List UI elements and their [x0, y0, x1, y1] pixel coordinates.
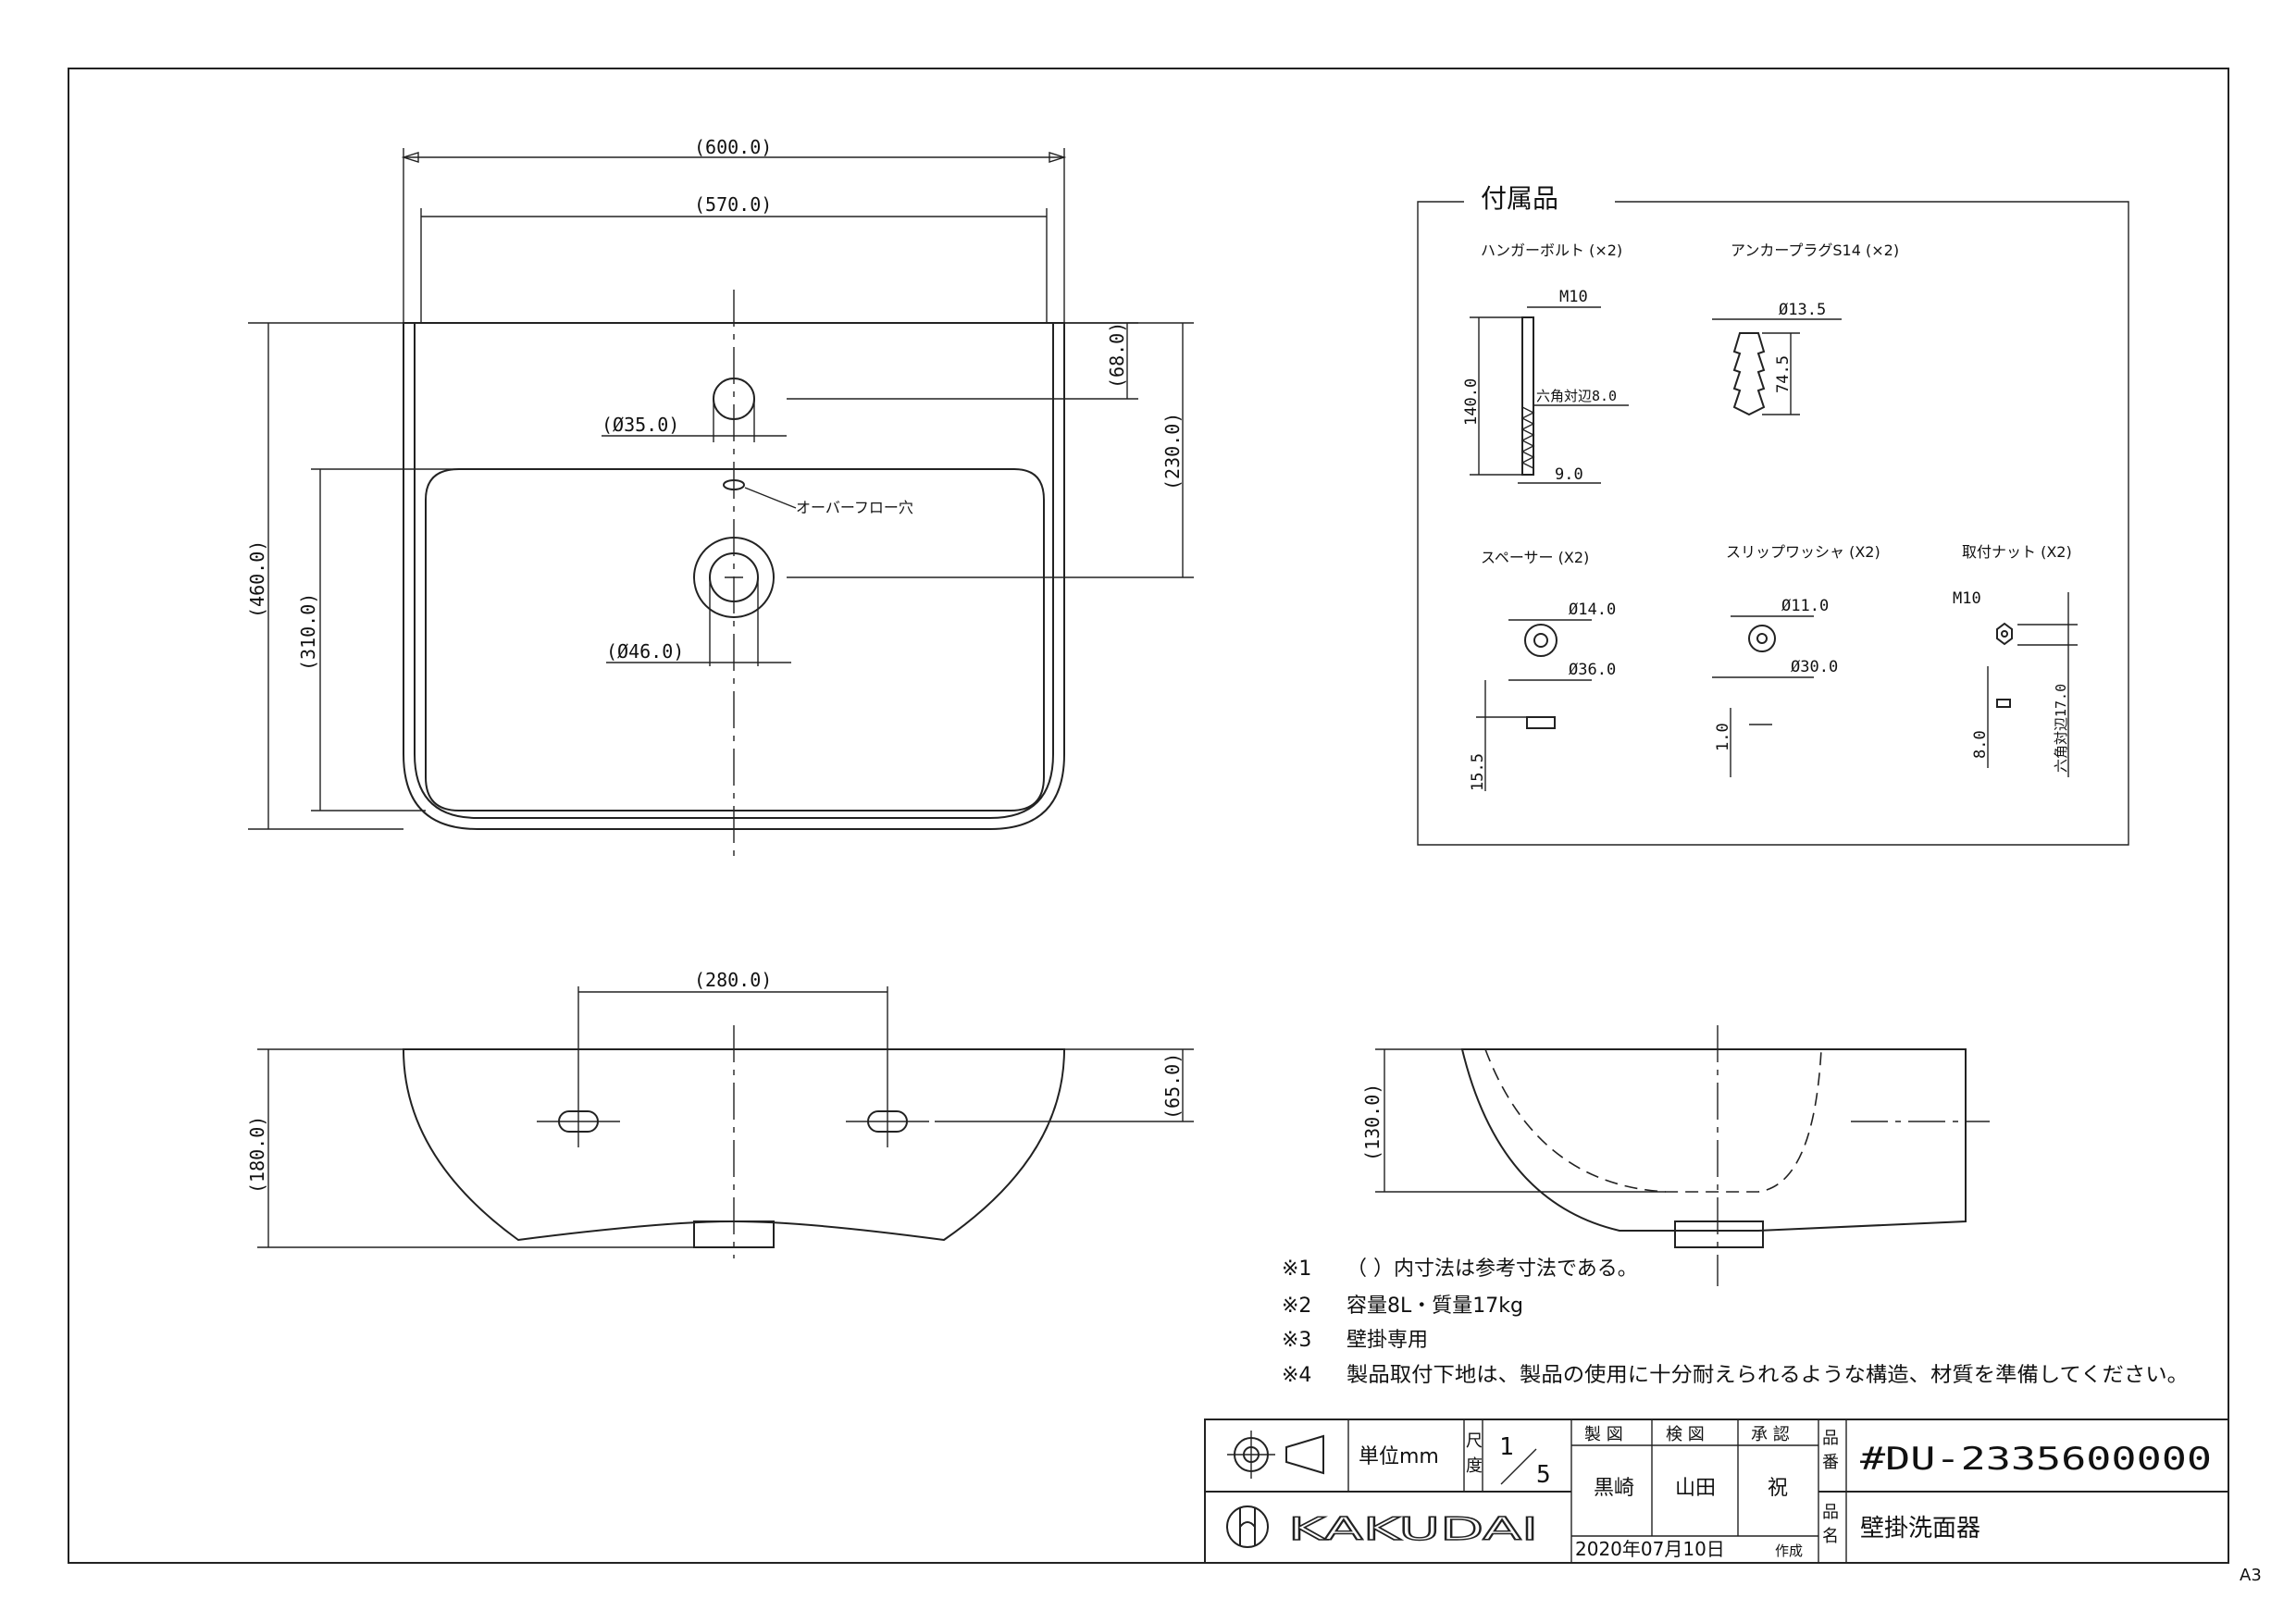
note-1-mark: ※1 — [1282, 1258, 1311, 1281]
hanger-bolt-length: 140.0 — [1462, 378, 1481, 426]
slip-washer-outer: Ø30.0 — [1791, 658, 1838, 676]
accessories-box: 付属品 ハンガーボルト (×2) M10 140.0 六角対辺8.0 9.0 ア… — [1417, 183, 2129, 846]
part-no: #DU-2335600000 — [1860, 1441, 2212, 1478]
spacer-outer: Ø36.0 — [1569, 661, 1616, 679]
spacer-thick: 15.5 — [1469, 753, 1487, 791]
note-1-text: （ ）内寸法は参考寸法である。 — [1347, 1258, 1638, 1281]
top-view: (600.0) (570.0) (460.0) (310.0) (68.0) (… — [246, 136, 1194, 859]
side-drain — [1674, 1220, 1764, 1248]
notes: ※1 （ ）内寸法は参考寸法である。 ※2 容量8L・質量17kg ※3 壁掛専… — [1282, 1258, 2189, 1387]
overflow-label: オーバーフロー穴 — [796, 499, 913, 516]
hanger-bolt-shape — [1521, 316, 1534, 476]
sheet-size-label: A3 — [2240, 1566, 2262, 1585]
slip-washer-thick: 1.0 — [1714, 723, 1732, 751]
dim-hanger-height: (65.0) — [1161, 1053, 1184, 1120]
side-view: (130.0) — [1361, 1025, 1990, 1286]
dim-depth-overall: (460.0) — [246, 540, 268, 618]
dim-hole-offset-small: (68.0) — [1106, 322, 1128, 389]
scale-label-1: 尺 — [1466, 1431, 1483, 1451]
anchor-plug-label: アンカープラグS14 (×2) — [1731, 242, 1899, 259]
basin-rim — [414, 323, 1054, 819]
spacer-inner: Ø14.0 — [1569, 601, 1616, 619]
nut-hex: 六角対辺17.0 — [2053, 684, 2069, 773]
note-4-text: 製品取付下地は、製品の使用に十分耐えられるような構造、材質を準備してください。 — [1347, 1364, 2189, 1387]
note-3-mark: ※3 — [1282, 1329, 1311, 1352]
slip-washer-label: スリップワッシャ (X2) — [1726, 543, 1880, 561]
anchor-plug-length: 74.5 — [1774, 355, 1793, 393]
product-name: 壁掛洗面器 — [1860, 1515, 1980, 1542]
scale-denominator: 5 — [1536, 1461, 1551, 1489]
nut-m10: M10 — [1953, 589, 1981, 608]
hanger-bolt-hex: 六角対辺8.0 — [1536, 388, 1617, 404]
scale-label-2: 度 — [1466, 1456, 1483, 1476]
part-no-label-2: 番 — [1822, 1453, 1839, 1472]
brand-name: KAKUDAI — [1288, 1511, 1538, 1548]
dim-faucet-hole: (Ø35.0) — [602, 414, 679, 436]
note-2-mark: ※2 — [1282, 1295, 1311, 1318]
note-3-text: 壁掛専用 — [1347, 1329, 1428, 1352]
hanger-bolt-m10: M10 — [1559, 288, 1588, 306]
anchor-plug-dia: Ø13.5 — [1779, 301, 1826, 319]
note-2-text: 容量8L・質量17kg — [1347, 1295, 1523, 1318]
hanger-slot-right — [846, 986, 929, 1147]
product-label-1: 品 — [1822, 1503, 1839, 1522]
projection-symbol-icon — [1227, 1431, 1324, 1479]
title-block: 単位mm 尺 度 1 5 製 図 検 図 承 認 黒崎 山田 祝 2020年07… — [1204, 1419, 2229, 1564]
overflow-hole — [723, 479, 745, 490]
basin-outline — [403, 322, 1065, 830]
unit-label: 単位mm — [1359, 1445, 1439, 1468]
anchor-plug-shape — [1732, 332, 1766, 416]
nut-thick: 8.0 — [1971, 730, 1990, 759]
hanger-slot-left — [537, 1096, 620, 1147]
basin-bowl — [425, 468, 1045, 812]
dim-hanger-spacing: (280.0) — [694, 969, 772, 991]
dim-front-height: (180.0) — [246, 1116, 268, 1194]
spacer-label: スペーサー (X2) — [1481, 549, 1589, 566]
slip-washer-shape — [1748, 625, 1776, 652]
checked-by: 山田 — [1675, 1477, 1716, 1500]
spacer-shape — [1524, 624, 1558, 657]
date-suffix: 作成 — [1775, 1542, 1803, 1559]
slip-washer-inner: Ø11.0 — [1781, 597, 1829, 615]
hanger-bolt-label: ハンガーボルト (×2) — [1481, 242, 1622, 259]
approved-label: 承 認 — [1751, 1425, 1790, 1444]
date-label: 2020年07月10日 — [1575, 1538, 1725, 1560]
checked-label: 検 図 — [1666, 1425, 1705, 1444]
drawing-frame — [68, 68, 2229, 1564]
dim-hole-offset-drain: (230.0) — [1161, 413, 1184, 490]
accessories-title: 付属品 — [1481, 183, 1558, 214]
hanger-bolt-dia: 9.0 — [1555, 465, 1583, 484]
drain-hole-outer — [693, 537, 775, 618]
approved-by: 祝 — [1768, 1477, 1788, 1500]
drawn-by: 黒崎 — [1594, 1477, 1634, 1500]
scale-numerator: 1 — [1499, 1433, 1514, 1461]
dim-drain-hole: (Ø46.0) — [606, 640, 684, 663]
dim-width-overall: (600.0) — [694, 136, 772, 158]
side-outline — [1460, 1048, 1967, 1232]
part-no-label-1: 品 — [1822, 1429, 1839, 1448]
nut-shape — [1996, 622, 2013, 646]
dim-side-height: (130.0) — [1361, 1084, 1384, 1161]
dim-width-rim: (570.0) — [694, 193, 772, 216]
product-label-2: 名 — [1822, 1527, 1839, 1546]
front-view: (280.0) (180.0) (65.0) — [246, 969, 1194, 1258]
nut-label: 取付ナット (X2) — [1962, 543, 2072, 561]
dim-basin-depth: (310.0) — [297, 593, 319, 671]
kakudai-logo: KAKUDAI — [1226, 1505, 1539, 1549]
drawn-label: 製 図 — [1584, 1425, 1623, 1444]
note-4-mark: ※4 — [1282, 1364, 1311, 1387]
side-bowl-hidden — [1484, 1048, 1822, 1193]
